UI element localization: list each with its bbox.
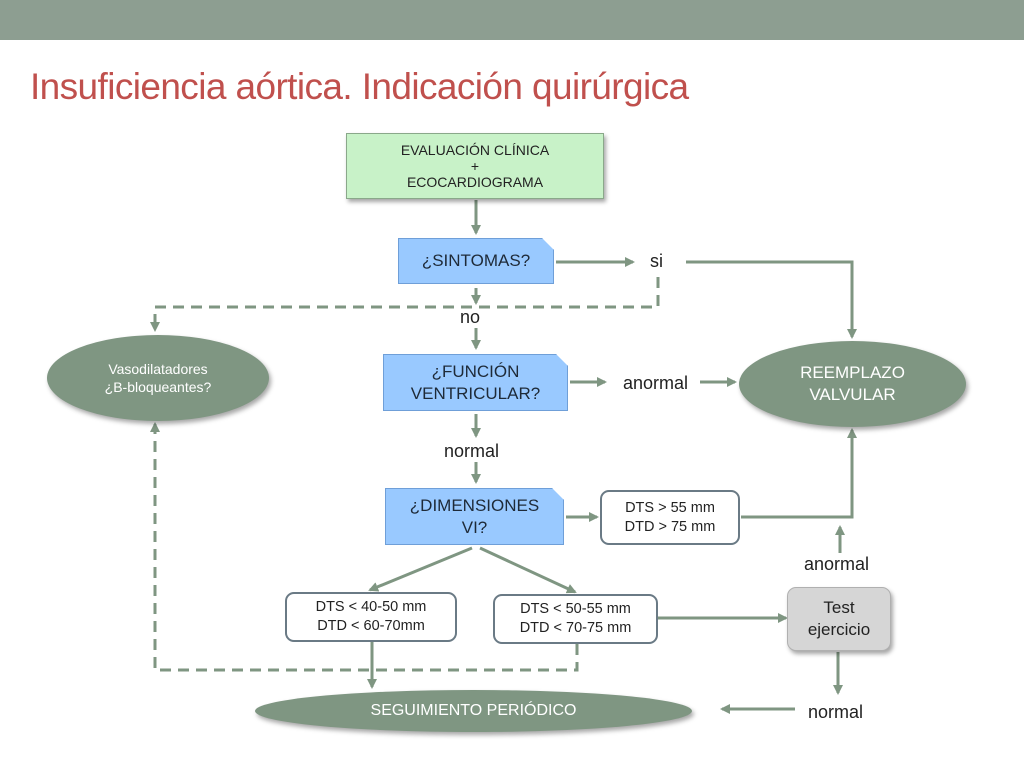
dts-high-box: DTS > 55 mm DTD > 75 mm xyxy=(600,490,740,545)
label-normal-funcion: normal xyxy=(444,441,500,461)
slide-title: Insuficiencia aórtica. Indicación quirúr… xyxy=(30,66,689,107)
test-ejercicio-box: Test ejercicio xyxy=(787,587,891,651)
sintomas-box: ¿SINTOMAS? xyxy=(398,238,554,284)
dimensiones-box: ¿DIMENSIONES VI? xyxy=(385,488,564,545)
arrow-dimensiones-to-dtsmid xyxy=(479,546,577,594)
label-anormal-funcion: anormal xyxy=(623,373,689,393)
funcion-box: ¿FUNCIÓN VENTRICULAR? xyxy=(383,354,568,411)
sintomas-text: ¿SINTOMAS? xyxy=(421,251,531,270)
evaluacion-line2: + xyxy=(470,158,480,174)
evaluacion-box: EVALUACIÓN CLÍNICA + ECOCARDIOGRAMA xyxy=(346,133,604,199)
dts-high-line2: DTD > 75 mm xyxy=(624,518,716,535)
evaluacion-line3: ECOCARDIOGRAMA xyxy=(406,174,544,190)
dashed-loop-to-vasodilatadores xyxy=(150,422,579,672)
label-no: no xyxy=(460,307,481,327)
label-anormal-test: anormal xyxy=(804,554,870,574)
test-line1: Test xyxy=(823,598,855,617)
vasodilatadores-line1: Vasodilatadores xyxy=(108,361,208,377)
funcion-line1: ¿FUNCIÓN xyxy=(431,361,520,381)
dts-mid-line1: DTS < 50-55 mm xyxy=(520,601,631,617)
vasodilatadores-ellipse: Vasodilatadores ¿B-bloqueantes? xyxy=(47,335,269,421)
label-normal-test: normal xyxy=(808,702,864,722)
dimensiones-line2: VI? xyxy=(461,517,488,537)
reemplazo-ellipse: REEMPLAZO VALVULAR xyxy=(739,341,966,427)
funcion-line2: VENTRICULAR? xyxy=(410,383,541,403)
arrow-dimensiones-to-dtslow xyxy=(368,546,473,592)
test-line2: ejercicio xyxy=(807,620,871,639)
arrow-dtshigh-to-reemplazo xyxy=(741,428,857,519)
top-bar xyxy=(0,0,1024,40)
dts-high-line1: DTS > 55 mm xyxy=(625,499,715,516)
dimensiones-line1: ¿DIMENSIONES xyxy=(409,495,540,515)
vasodilatadores-line2: ¿B-bloqueantes? xyxy=(104,379,212,395)
dashed-si-to-vasodilatadores xyxy=(150,277,660,332)
seguimiento-ellipse: SEGUIMIENTO PERIÓDICO xyxy=(255,690,692,732)
dts-mid-line2: DTD < 70-75 mm xyxy=(519,620,632,636)
arrow-si-to-reemplazo xyxy=(686,260,857,339)
reemplazo-line1: REEMPLAZO xyxy=(800,363,905,382)
dts-mid-box: DTS < 50-55 mm DTD < 70-75 mm xyxy=(493,594,658,644)
dts-low-line2: DTD < 60-70mm xyxy=(317,618,425,634)
reemplazo-line2: VALVULAR xyxy=(809,385,896,404)
dts-low-line1: DTS < 40-50 mm xyxy=(315,599,427,615)
dts-low-box: DTS < 40-50 mm DTD < 60-70mm xyxy=(285,592,457,642)
seguimiento-text: SEGUIMIENTO PERIÓDICO xyxy=(370,702,577,719)
label-si: si xyxy=(650,251,663,271)
evaluacion-line1: EVALUACIÓN CLÍNICA xyxy=(400,142,550,158)
